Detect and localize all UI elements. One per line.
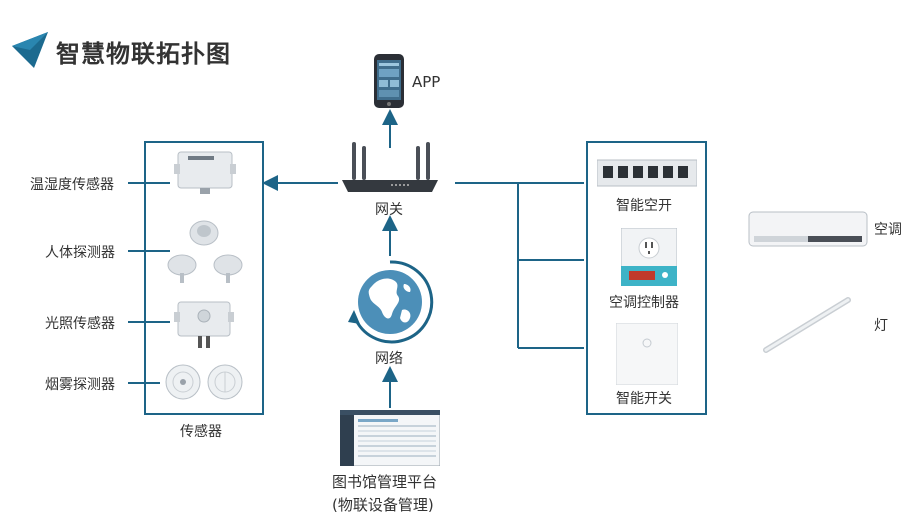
sensors-group-box [144,141,264,415]
smart-switch-icon [616,323,678,385]
sensor-label-temp-humidity: 温湿度传感器 [30,177,114,193]
phone-icon [373,53,405,109]
gateway-label: 网关 [375,202,403,218]
smart-breaker-icon [597,158,697,188]
air-conditioner-icon [748,210,868,250]
title-triangle-icon [10,30,50,70]
sensor-label-human-body: 人体探测器 [45,245,115,261]
platform-screen-icon [340,410,440,466]
platform-label-line2: (物联设备管理) [332,496,434,514]
controllers-group-box [586,141,707,415]
ac-controller-icon [621,228,677,286]
smoke-detector-icon [163,362,247,402]
sensor-label-light: 光照传感器 [45,316,115,332]
light-tube-icon [760,296,854,356]
globe-icon [346,258,434,346]
app-label: APP [412,73,441,91]
sensors-group-label: 传感器 [180,424,222,440]
platform-label-line1: 图书馆管理平台 [332,473,438,491]
light-sensor-icon [172,296,238,348]
controller-label-ac-controller: 空调控制器 [609,295,679,311]
controller-label-smart-breaker: 智能空开 [616,198,672,214]
page-title: 智慧物联拓扑图 [56,40,231,68]
temp-humidity-sensor-icon [172,150,238,194]
sensor-label-smoke: 烟雾探测器 [45,377,115,393]
network-label: 网络 [375,351,403,367]
controller-label-smart-switch: 智能开关 [616,391,672,407]
device-label-air-conditioner: 空调 [874,222,902,238]
router-icon [340,140,440,196]
human-body-detector-icon [164,215,248,285]
device-label-light: 灯 [874,318,888,334]
